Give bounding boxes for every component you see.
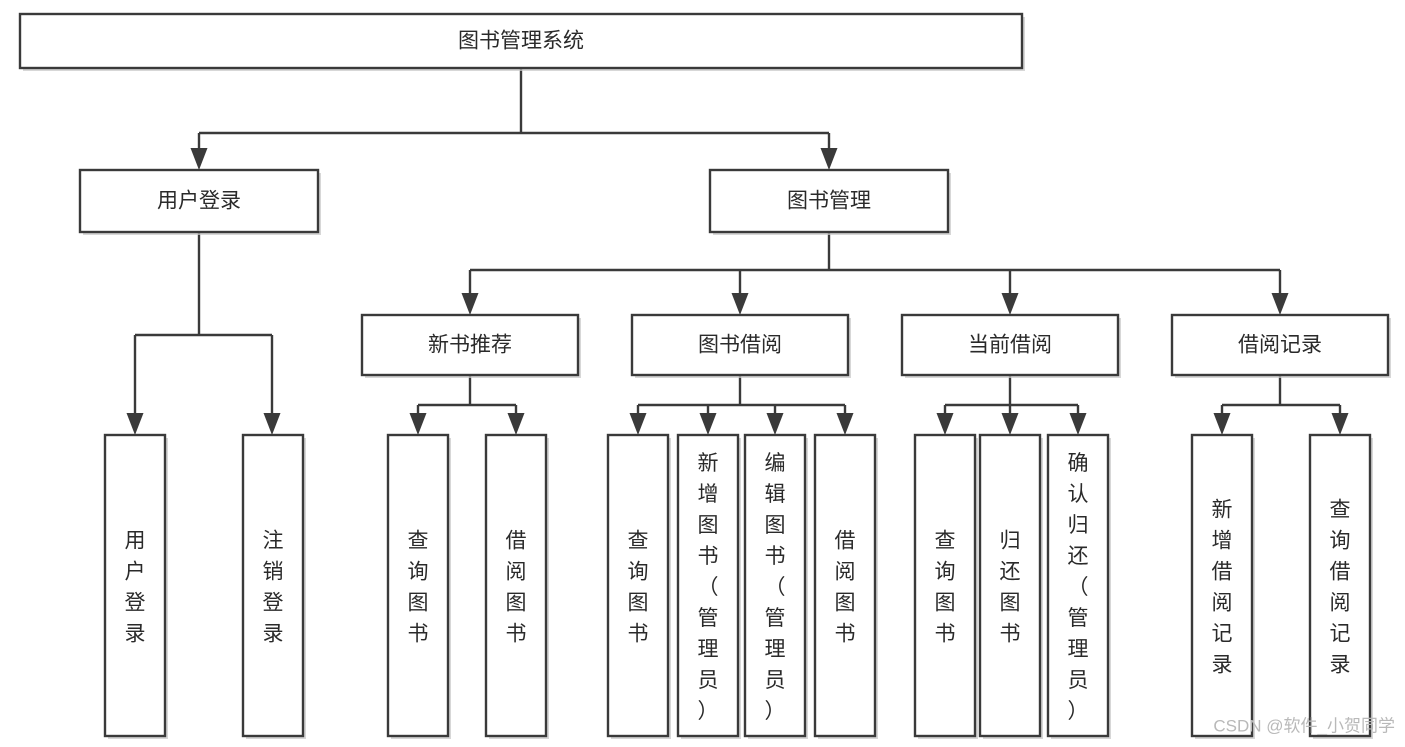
- node-leaf-return-book[interactable]: 归还图书: [978, 433, 1043, 739]
- node-leaf-edit-book-admin[interactable]: 编辑图书（管理员）: [743, 433, 808, 739]
- node-box[interactable]: [78, 168, 320, 234]
- connector-recommend-to-leaves: [409, 375, 525, 435]
- arrow-head-icon: [1069, 413, 1087, 435]
- node-label: 查询借阅记录: [1330, 499, 1351, 677]
- node-user-login[interactable]: 用户登录: [78, 168, 321, 235]
- arrow-head-icon: [1271, 293, 1289, 315]
- node-label: 图书管理: [787, 190, 871, 213]
- arrow-head-icon: [766, 413, 784, 435]
- connector-book-manage-to-level2: [461, 232, 1289, 315]
- node-box[interactable]: [360, 313, 580, 377]
- node-label: 借阅图书: [835, 530, 856, 646]
- node-root[interactable]: 图书管理系统: [18, 12, 1025, 71]
- node-label: 用户登录: [125, 530, 146, 646]
- node-box[interactable]: [484, 433, 548, 738]
- node-label: 注销登录: [263, 530, 284, 646]
- node-label: 编辑图书（管理员）: [765, 452, 786, 723]
- connector-layer: [126, 68, 1349, 435]
- connector-user-login-to-leaves: [126, 232, 281, 435]
- node-box[interactable]: [1190, 433, 1254, 738]
- node-box[interactable]: [1308, 433, 1372, 738]
- csdn-watermark: CSDN @软件_小贺同学: [1213, 716, 1395, 735]
- node-box[interactable]: [913, 433, 977, 738]
- node-box[interactable]: [606, 433, 670, 738]
- node-label: 图书管理系统: [458, 30, 584, 53]
- arrow-head-icon: [507, 413, 525, 435]
- node-label: 查询图书: [408, 530, 429, 646]
- node-label: 查询图书: [935, 530, 956, 646]
- node-label: 归还图书: [1000, 530, 1021, 646]
- arrow-head-icon: [1001, 413, 1019, 435]
- node-label: 新增图书（管理员）: [698, 452, 719, 723]
- arrow-head-icon: [461, 293, 479, 315]
- arrow-head-icon: [409, 413, 427, 435]
- arrow-head-icon: [1001, 293, 1019, 315]
- arrow-head-icon: [126, 413, 144, 435]
- node-label: 查询图书: [628, 530, 649, 646]
- node-current-borrow[interactable]: 当前借阅: [900, 313, 1121, 378]
- node-label: 借阅记录: [1238, 334, 1322, 357]
- arrow-head-icon: [820, 148, 838, 170]
- arrow-head-icon: [1213, 413, 1231, 435]
- arrow-head-icon: [263, 413, 281, 435]
- node-leaf-query-book-1[interactable]: 查询图书: [386, 433, 451, 739]
- connector-borrow-to-leaves: [629, 375, 854, 435]
- node-box[interactable]: [743, 433, 807, 738]
- node-label: 确认归还（管理员）: [1068, 452, 1089, 723]
- node-leaf-user-login[interactable]: 用户登录: [103, 433, 168, 739]
- node-leaf-query-book-3[interactable]: 查询图书: [913, 433, 978, 739]
- arrow-head-icon: [190, 148, 208, 170]
- connector-current-to-leaves: [936, 375, 1087, 435]
- node-label: 用户登录: [157, 190, 241, 213]
- node-box[interactable]: [1170, 313, 1390, 377]
- arrow-head-icon: [731, 293, 749, 315]
- node-layer: 图书管理系统用户登录图书管理新书推荐图书借阅当前借阅借阅记录用户登录注销登录查询…: [18, 12, 1391, 739]
- node-leaf-add-borrow-record[interactable]: 新增借阅记录: [1190, 433, 1255, 739]
- node-leaf-confirm-return-admin[interactable]: 确认归还（管理员）: [1046, 433, 1111, 739]
- node-label: 图书借阅: [698, 334, 782, 357]
- node-box[interactable]: [241, 433, 305, 738]
- node-box[interactable]: [1046, 433, 1110, 738]
- node-leaf-query-borrow-record[interactable]: 查询借阅记录: [1308, 433, 1373, 739]
- node-box[interactable]: [708, 168, 950, 234]
- node-box[interactable]: [103, 433, 167, 738]
- arrow-head-icon: [836, 413, 854, 435]
- node-box[interactable]: [978, 433, 1042, 738]
- node-label: 借阅图书: [506, 530, 527, 646]
- arrow-head-icon: [629, 413, 647, 435]
- connector-root-to-level1: [190, 68, 838, 170]
- node-leaf-borrow-book-1[interactable]: 借阅图书: [484, 433, 549, 739]
- node-borrow-record[interactable]: 借阅记录: [1170, 313, 1391, 378]
- node-box[interactable]: [676, 433, 740, 738]
- node-leaf-borrow-book-2[interactable]: 借阅图书: [813, 433, 878, 739]
- arrow-head-icon: [699, 413, 717, 435]
- node-book-borrow[interactable]: 图书借阅: [630, 313, 851, 378]
- node-box[interactable]: [18, 12, 1024, 70]
- arrow-head-icon: [936, 413, 954, 435]
- node-leaf-query-book-2[interactable]: 查询图书: [606, 433, 671, 739]
- node-box[interactable]: [630, 313, 850, 377]
- node-leaf-add-book-admin[interactable]: 新增图书（管理员）: [676, 433, 741, 739]
- node-label: 新增借阅记录: [1212, 499, 1233, 677]
- node-label: 当前借阅: [968, 334, 1052, 357]
- node-box[interactable]: [813, 433, 877, 738]
- node-box[interactable]: [900, 313, 1120, 377]
- node-new-book-recommend[interactable]: 新书推荐: [360, 313, 581, 378]
- node-label: 新书推荐: [428, 334, 512, 357]
- node-book-manage[interactable]: 图书管理: [708, 168, 951, 235]
- arrow-head-icon: [1331, 413, 1349, 435]
- connector-record-to-leaves: [1213, 375, 1349, 435]
- node-box[interactable]: [386, 433, 450, 738]
- node-leaf-logout-login[interactable]: 注销登录: [241, 433, 306, 739]
